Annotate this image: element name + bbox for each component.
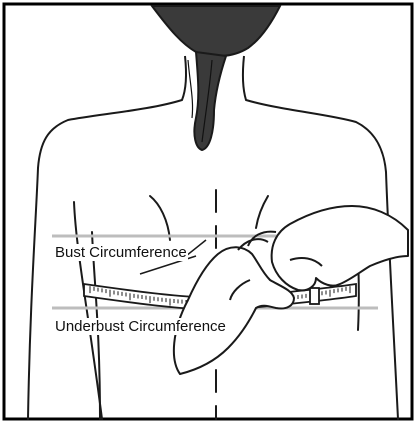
hair-illustration <box>152 6 280 150</box>
bust-circumference-label: Bust Circumference <box>54 244 188 261</box>
hands-illustration <box>174 206 408 374</box>
bust-pointer-line-2 <box>186 240 206 256</box>
underbust-circumference-label: Underbust Circumference <box>54 318 227 335</box>
